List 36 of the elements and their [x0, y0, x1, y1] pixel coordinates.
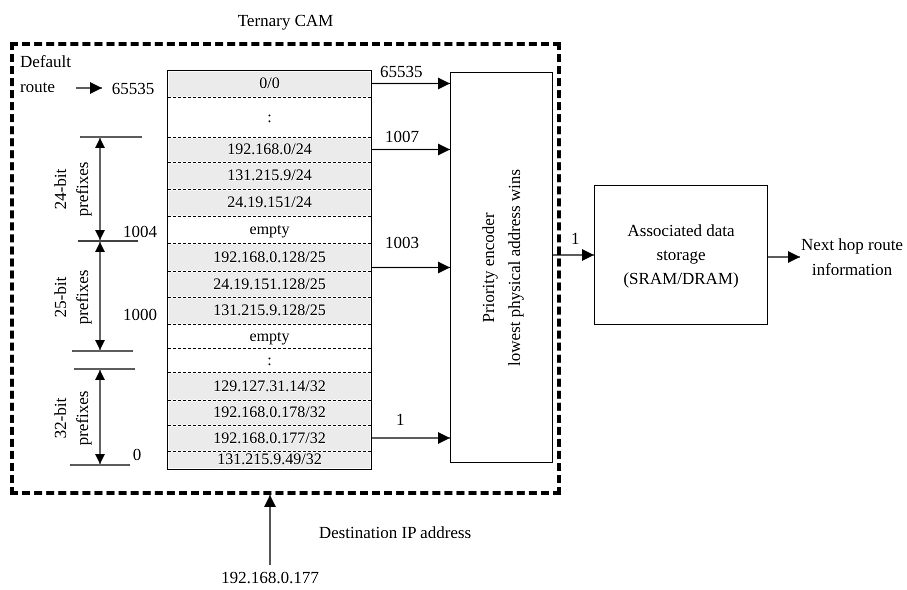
arrow: [372, 262, 450, 274]
arrow: [264, 495, 276, 565]
encoder-text: lowest physical address wins: [504, 169, 525, 366]
arrow: [76, 82, 102, 94]
memory-table: [167, 70, 372, 470]
storage-box: Associated data storage (SRAM/DRAM): [594, 185, 768, 325]
table-row: 192.168.0.177/32: [168, 426, 371, 452]
arrow: [553, 249, 594, 261]
table-row: 24.19.151.128/25: [168, 272, 371, 298]
table-row: 131.215.9/24: [168, 163, 371, 190]
encoder-box: [450, 72, 553, 463]
text-label: 65535: [102, 77, 164, 99]
text-label: Next hop route information: [800, 219, 904, 295]
text-label: 1000: [122, 304, 158, 326]
arrow: [372, 78, 450, 90]
table-row: 131.215.9.49/32: [168, 452, 371, 468]
text-label: 0: [132, 444, 142, 466]
text-label: Destination IP address: [318, 522, 472, 544]
table-row: 192.168.0/24: [168, 138, 371, 163]
table-row: 192.168.0.128/25: [168, 244, 371, 272]
table-row: 131.215.9.128/25: [168, 298, 371, 325]
arrow: [372, 144, 450, 156]
arrow: [372, 432, 450, 444]
range-label: 25-bit prefixes: [50, 268, 93, 326]
text-label: 192.168.0.177: [205, 565, 335, 589]
table-row: 192.168.0.178/32: [168, 401, 371, 426]
text-label: 1004: [122, 221, 158, 243]
range-label: 32-bit prefixes: [50, 390, 93, 448]
table-row: 0/0: [168, 71, 371, 98]
range-label: 24-bit prefixes: [50, 160, 93, 218]
table-row: 129.127.31.14/32: [168, 373, 371, 401]
table-row: 24.19.151/24: [168, 190, 371, 217]
arrow: [768, 251, 800, 263]
encoder-text: Priority encoder: [478, 212, 499, 322]
text-label: Default route: [20, 47, 76, 101]
box-heading: Ternary CAM: [236, 10, 334, 32]
